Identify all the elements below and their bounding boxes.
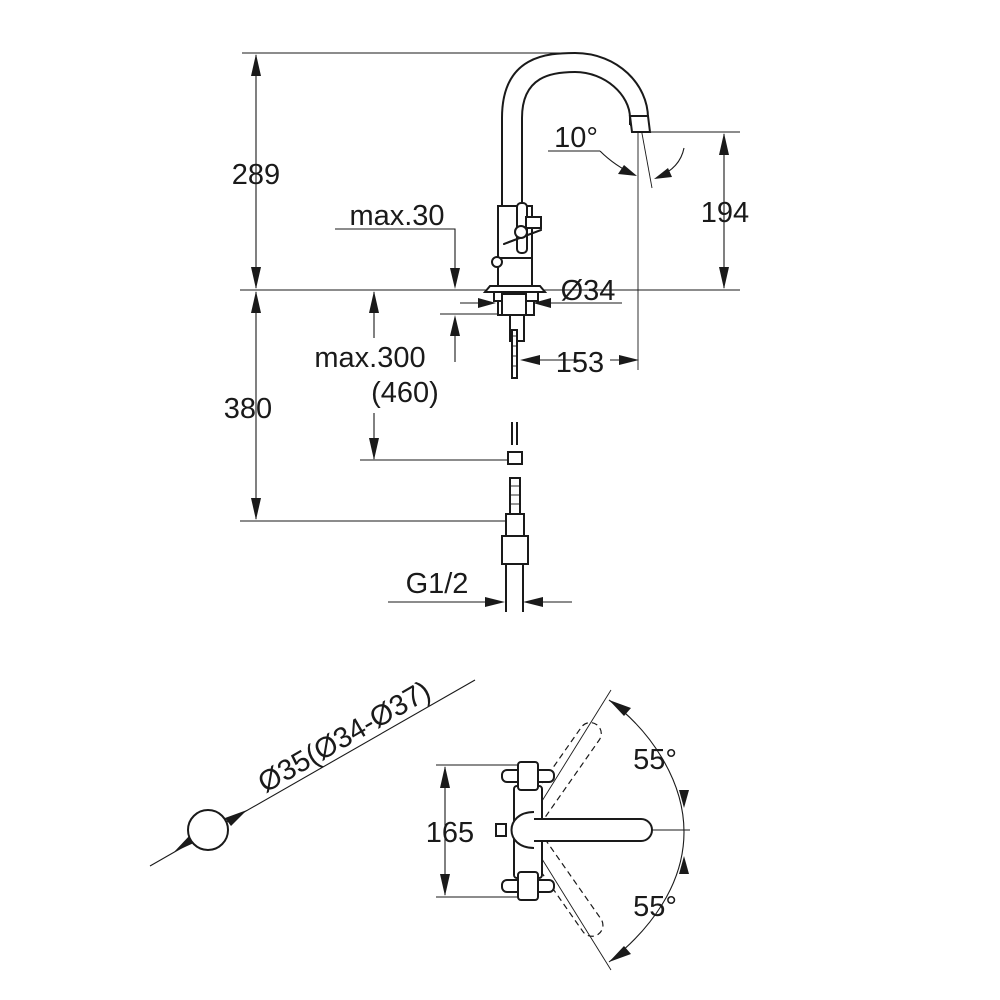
connection-dimension — [388, 597, 572, 607]
connection-label: G1/2 — [406, 568, 469, 600]
spout-reach-dimension — [520, 355, 639, 365]
base-diameter-label: Ø34 — [561, 275, 616, 307]
base-diameter-leader — [460, 298, 622, 308]
spout-reach-label: 153 — [556, 347, 604, 379]
spout-height-label: 194 — [701, 197, 749, 229]
hose-length-dimension — [251, 291, 261, 520]
handle-span-label: 165 — [426, 817, 474, 849]
cross-handle — [503, 202, 542, 254]
plan-spout — [519, 818, 653, 842]
plan-spout-collar — [510, 811, 535, 849]
elevation-view: 289 380 max.30 max.300 (460) — [224, 51, 749, 612]
height-label: 289 — [232, 159, 280, 191]
plan-view: 55° 55° 165 — [426, 689, 690, 971]
spout-height-dimension — [650, 131, 740, 289]
flexible-hose — [501, 422, 529, 612]
max-shank-dimension — [360, 291, 512, 461]
mounting-hole-icon — [187, 809, 229, 851]
max-thickness-leader — [335, 228, 500, 362]
plan-handle-hub-bottom — [517, 871, 539, 901]
max-thickness-label: max.30 — [349, 200, 444, 232]
faucet-spout — [501, 51, 652, 208]
swivel-upper-label: 55° — [633, 744, 677, 776]
hose-length-label: 380 — [224, 393, 272, 425]
hole-diameter-label: Ø35(Ø34-Ø37) — [253, 675, 437, 799]
max-shank-alt-label: (460) — [371, 377, 439, 409]
spout-angle-indicator — [548, 127, 685, 370]
height-dimension — [251, 54, 261, 289]
spout-angle-label: 10° — [554, 122, 598, 154]
spout-position-lower — [518, 825, 604, 937]
swivel-lower-label: 55° — [633, 891, 677, 923]
swivel-arc — [608, 699, 685, 963]
mounting-shank — [493, 291, 539, 379]
max-shank-label: max.300 — [314, 342, 425, 374]
plan-handle-hub-top — [517, 761, 539, 791]
plan-knob — [495, 823, 507, 837]
